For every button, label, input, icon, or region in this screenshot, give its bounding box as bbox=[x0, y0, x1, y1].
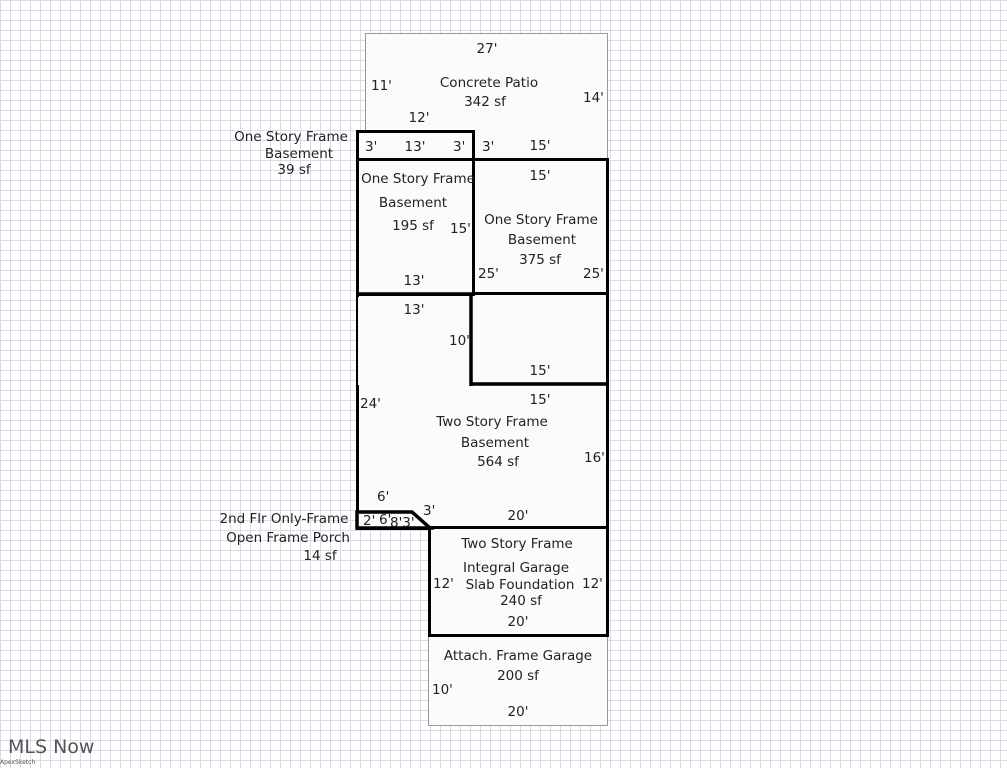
porch-label-2: Open Frame Porch bbox=[226, 530, 350, 546]
basement-375-dim-right: 25' bbox=[583, 266, 604, 282]
attached-garage-area bbox=[428, 634, 608, 726]
basement-39-dim-right: 3' bbox=[453, 139, 466, 155]
porch-outline bbox=[355, 510, 435, 530]
basement-375-dim-top-inner: 15' bbox=[529, 168, 551, 184]
garage-200-dim-left: 10' bbox=[432, 682, 453, 698]
two-story-dim-porch-diag: 3' bbox=[423, 503, 436, 519]
porch-dim-3: 8'3' bbox=[390, 515, 415, 531]
basement-375-dim-bottom: 15' bbox=[529, 363, 551, 379]
patio-dim-right: 14' bbox=[583, 90, 604, 106]
two-story-dim-top: 15' bbox=[529, 392, 551, 408]
patio-dim-top: 27' bbox=[476, 41, 498, 57]
mls-now-watermark: MLS Now bbox=[8, 736, 95, 758]
two-story-label-2: Basement bbox=[460, 435, 530, 451]
basement-39-size: 39 sf bbox=[277, 162, 311, 178]
garage-240-dim-left: 12' bbox=[433, 576, 454, 592]
garage-200-size: 200 sf bbox=[497, 668, 539, 684]
basement-39-label-1: One Story Frame bbox=[234, 129, 348, 145]
basement-39-dim-left: 3' bbox=[365, 139, 378, 155]
basement-195-label-1: One Story Frame bbox=[361, 171, 475, 187]
basement-195-area bbox=[356, 158, 475, 296]
basement-39-dim-mid: 13' bbox=[404, 139, 426, 155]
basement-375-label-1: One Story Frame bbox=[484, 212, 598, 228]
patio-dim-bottom: 12' bbox=[408, 110, 430, 126]
basement-195-dim-below: 13' bbox=[403, 302, 425, 318]
two-story-dim-step: 10' bbox=[449, 333, 470, 349]
basement-195-dim-bottom: 13' bbox=[403, 273, 425, 289]
two-story-dim-bottom: 20' bbox=[507, 508, 529, 524]
porch-dim-1: 2' bbox=[363, 513, 376, 529]
garage-240-label-3: Slab Foundation bbox=[465, 577, 575, 593]
basement-375-dim-top: 15' bbox=[529, 138, 551, 154]
garage-240-dim-right: 12' bbox=[582, 576, 603, 592]
two-story-dim-left: 24' bbox=[360, 396, 381, 412]
upper-room-fill bbox=[358, 297, 470, 385]
basement-195-label-2: Basement bbox=[378, 195, 448, 211]
two-story-size: 564 sf bbox=[477, 454, 519, 470]
basement-375-dim-left: 25' bbox=[478, 266, 499, 282]
basement-375-dim-top-left: 3' bbox=[482, 139, 495, 155]
basement-195-size: 195 sf bbox=[392, 218, 434, 234]
garage-240-size: 240 sf bbox=[500, 593, 542, 609]
two-story-label-1: Two Story Frame bbox=[436, 414, 548, 430]
garage-200-dim-bottom: 20' bbox=[507, 704, 529, 720]
patio-size: 342 sf bbox=[464, 94, 506, 110]
porch-dim-2: 6' bbox=[379, 512, 392, 528]
garage-240-label-1: Two Story Frame bbox=[461, 536, 573, 552]
basement-375-label-2: Basement bbox=[507, 232, 577, 248]
basement-39-label-2: Basement bbox=[264, 146, 334, 162]
garage-240-label-2: Integral Garage bbox=[462, 560, 570, 576]
two-story-dim-right: 16' bbox=[584, 450, 605, 466]
two-story-dim-porch-top: 6' bbox=[377, 489, 390, 505]
porch-size: 14 sf bbox=[303, 548, 337, 564]
patio-title: Concrete Patio bbox=[439, 75, 539, 91]
basement-375-size: 375 sf bbox=[519, 252, 561, 268]
integral-garage-area bbox=[428, 526, 609, 637]
garage-240-dim-bottom: 20' bbox=[507, 614, 529, 630]
apex-sketch-credit: ApexSketch bbox=[0, 759, 36, 766]
porch-label-1: 2nd Flr Only-Frame bbox=[219, 511, 349, 527]
basement-195-dim-right: 15' bbox=[450, 221, 471, 237]
garage-200-title: Attach. Frame Garage bbox=[443, 648, 593, 664]
patio-dim-left: 11' bbox=[371, 78, 392, 94]
